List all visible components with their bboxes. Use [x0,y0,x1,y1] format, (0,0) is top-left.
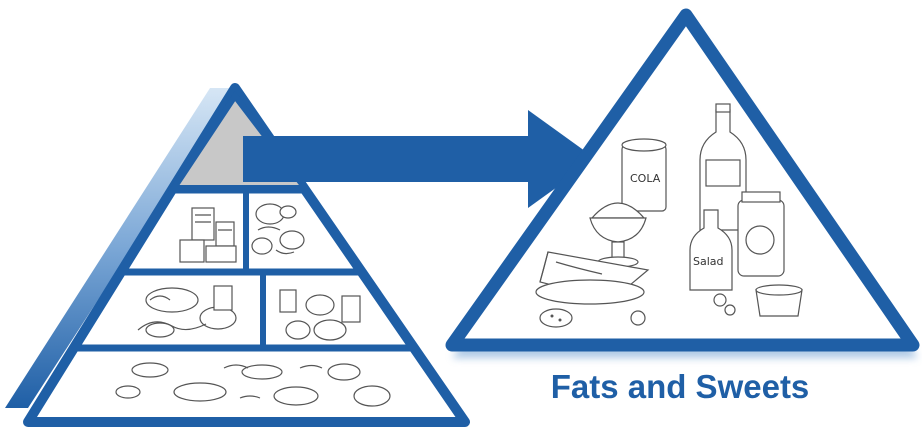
grains-group-icon [115,362,391,407]
oil-bottle-icon [699,103,747,231]
pyramid-side-face [5,88,235,408]
candy-icon [630,293,736,326]
arrow-shaft [243,136,543,182]
salad-dressing-icon: Salad [689,209,733,291]
protein-group-icon [251,203,305,255]
margarine-tub-icon [755,284,803,317]
arrow-right-icon [243,110,596,208]
jar-icon [737,191,785,277]
fats-and-sweets-icon: COLA Salad [445,8,920,358]
cola-can-icon: COLA [621,138,667,212]
fruit-group-icon [279,289,361,341]
plate-icon [535,279,645,305]
ice-cream-sundae-icon [589,202,647,268]
pyramid-icon [5,83,470,427]
cookie-icon [539,308,573,328]
fats-and-sweets-caption: Fats and Sweets [550,368,810,405]
arrow-head [528,110,596,208]
salad-label: Salad [693,255,724,268]
dairy-group-icon [179,207,237,263]
cola-label: COLA [630,172,661,185]
vegetable-group-icon [137,285,237,338]
